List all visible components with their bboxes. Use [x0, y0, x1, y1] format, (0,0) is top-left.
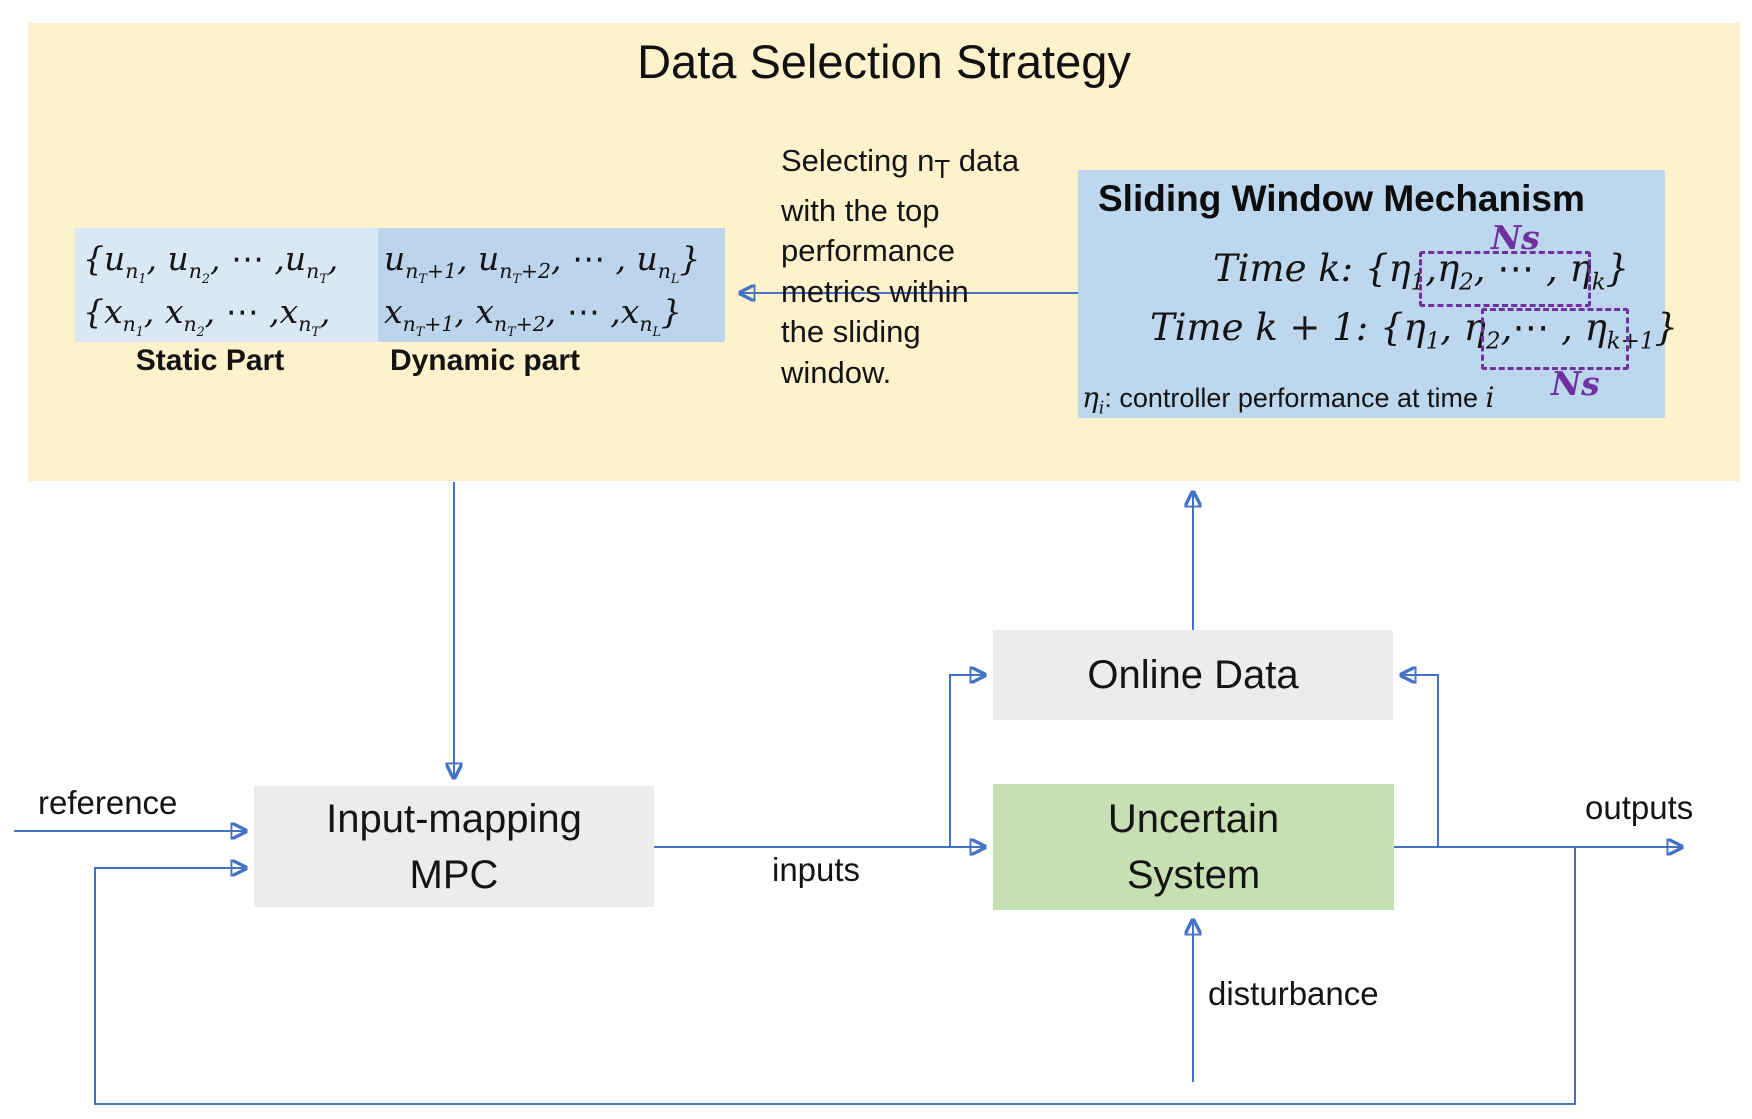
eta-caption-symbol: ηi: [1082, 381, 1105, 419]
sliding-window-box: [1078, 170, 1665, 418]
selection-note-line: Selecting nT data: [781, 143, 1020, 185]
static-row-x: {xn1, xn2, ⋯ ,xnT,: [83, 292, 331, 339]
outputs-label: outputs: [1585, 789, 1694, 826]
arrow-outputs-to-online: [1401, 675, 1439, 847]
mpc-label-line2: MPC: [409, 852, 499, 897]
static-part-box: {un1, un2, ⋯ ,unT, {xn1, xn2, ⋯ ,xnT,: [75, 228, 378, 342]
dynamic-row-u: unT+1, unT+2, ⋯ , unL}: [384, 239, 701, 286]
selection-note-line: performance: [781, 233, 956, 269]
time-k1-row: Time k + 1: {η1, η2,⋯ , ηk+1}: [1150, 306, 1679, 355]
input-mapping-mpc-block: Input-mapping MPC: [254, 786, 654, 907]
online-data-label: Online Data: [1087, 653, 1299, 697]
disturbance-label: disturbance: [1208, 975, 1379, 1012]
arrow-inputs-to-online: [949, 675, 985, 847]
online-data-block: Online Data: [993, 630, 1393, 720]
sliding-window-title: Sliding Window Mechanism: [1098, 178, 1585, 219]
ns-label-bottom: Ns: [1551, 364, 1600, 403]
selection-note-line: the sliding: [781, 314, 921, 350]
selection-note-line: with the top: [781, 192, 940, 228]
inputs-label: inputs: [772, 851, 861, 888]
eta-caption: ηi: controller performance at time i: [1082, 381, 1495, 419]
eta-caption-i: i: [1485, 381, 1495, 414]
mpc-label-line1: Input-mapping: [326, 796, 582, 841]
eta-caption-text: : controller performance at time: [1104, 383, 1486, 413]
dynamic-part-box: unT+1, unT+2, ⋯ , unL} xnT+1, xnT+2, ⋯ ,…: [378, 228, 725, 342]
dynamic-part-label: Dynamic part: [389, 344, 581, 377]
time-k1-window-outline: [1481, 308, 1629, 370]
path-output-feedback: [94, 848, 1576, 1105]
uncertain-system-block: Uncertain System: [993, 784, 1394, 910]
dynamic-row-x: xnT+1, xnT+2, ⋯ ,xnL}: [384, 292, 682, 339]
time-k-window-outline: [1419, 251, 1591, 307]
selection-note: Selecting nT data with the top performan…: [781, 141, 1071, 393]
selection-note-line: metrics within: [781, 273, 969, 309]
static-part-label: Static Part: [135, 344, 285, 377]
selection-note-line: window.: [781, 354, 892, 390]
ns-label-top: Ns: [1491, 218, 1540, 257]
reference-label: reference: [38, 784, 178, 821]
static-row-u: {un1, un2, ⋯ ,unT,: [83, 239, 339, 286]
panel-title: Data Selection Strategy: [637, 35, 1131, 88]
uncertain-system-line1: Uncertain: [1107, 797, 1280, 841]
uncertain-system-line2: System: [1126, 853, 1261, 897]
